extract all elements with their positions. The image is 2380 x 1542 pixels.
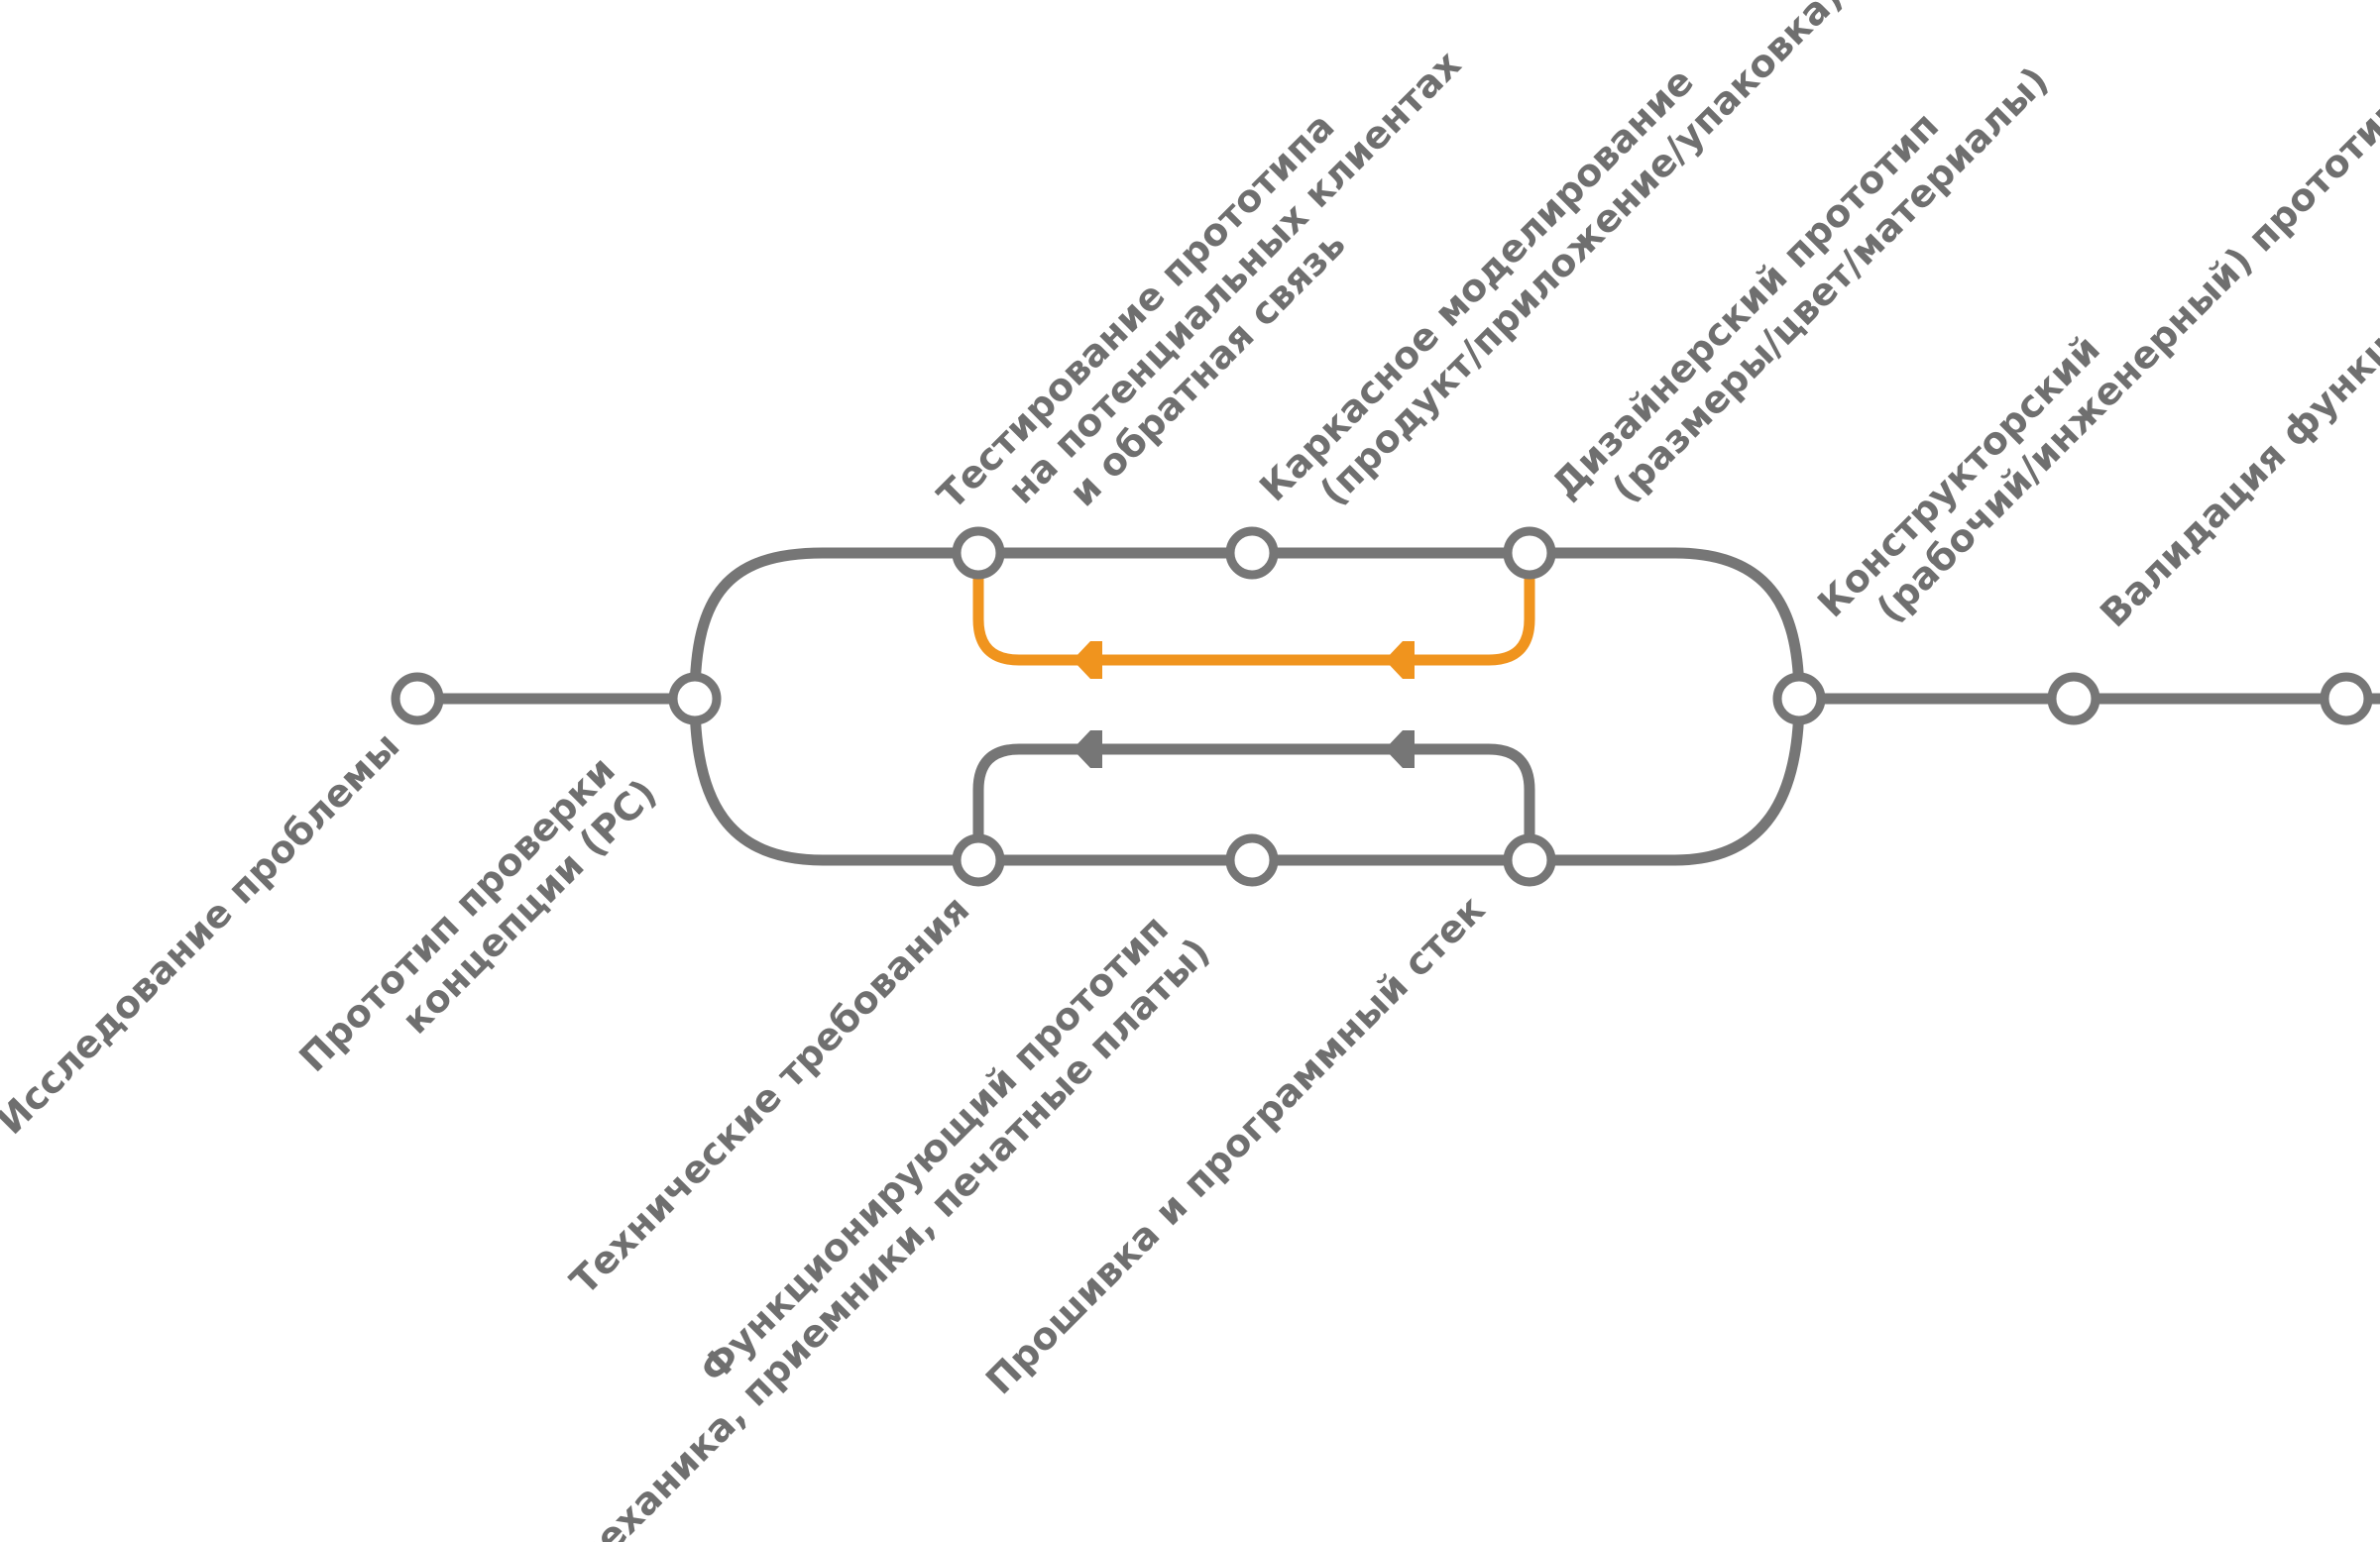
arrow-left-icon xyxy=(1385,730,1415,768)
station-engineering-prototype[interactable] xyxy=(1772,672,1826,725)
label-problem-research: Исследование проблемы xyxy=(0,723,407,1143)
station-wireframing[interactable] xyxy=(1225,526,1279,580)
arrow-left-icon xyxy=(1073,730,1102,768)
label-firmware-stack: Прошивка и программный стек xyxy=(977,887,1493,1402)
station-next[interactable] xyxy=(2320,672,2373,725)
station-technical-requirements[interactable] xyxy=(952,833,1005,887)
station-problem-research[interactable] xyxy=(391,672,444,725)
feedback-loop-bottom-line xyxy=(972,743,1535,866)
feedback-loop-bottom xyxy=(972,730,1535,866)
arrow-left-icon xyxy=(1073,641,1102,679)
station-validation[interactable] xyxy=(2047,672,2100,725)
station-functional-prototype[interactable] xyxy=(1225,833,1279,887)
arrow-left-icon xyxy=(1385,641,1415,679)
station-firmware-stack[interactable] xyxy=(1503,833,1556,887)
station-proof-of-concept[interactable] xyxy=(668,672,722,725)
feedback-loop-top-line xyxy=(972,547,1535,666)
station-design-prototype[interactable] xyxy=(1503,526,1556,580)
feedback-loop-top xyxy=(972,547,1535,679)
label-customer-testing: Тестирование прототипа на потенциальных … xyxy=(929,1,1511,583)
station-customer-testing[interactable] xyxy=(952,526,1005,580)
stations xyxy=(391,526,2373,887)
